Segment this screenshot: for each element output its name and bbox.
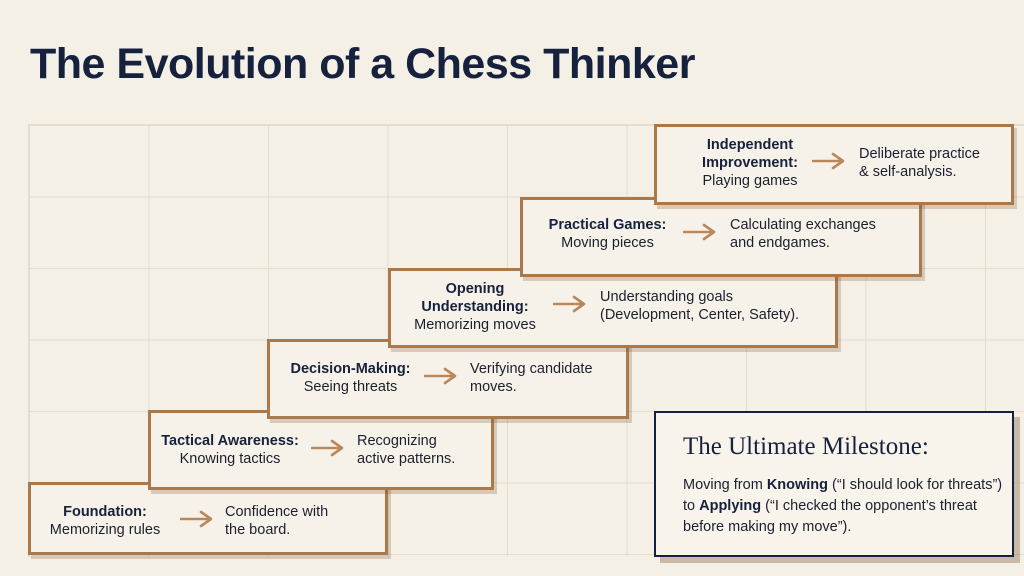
arrow-right-icon bbox=[180, 510, 213, 528]
step-result: Deliberate practice& self-analysis. bbox=[859, 146, 980, 180]
arrow-right-icon bbox=[553, 295, 586, 313]
step-decision-making bbox=[267, 339, 629, 419]
milestone-title: The Ultimate Milestone: bbox=[683, 433, 929, 460]
arrow-right-icon bbox=[424, 367, 457, 385]
step-label: Practical Games:Moving pieces bbox=[548, 217, 667, 251]
step-label: Foundation:Memorizing rules bbox=[49, 504, 161, 538]
milestone-box: The Ultimate Milestone: Moving from Know… bbox=[654, 411, 1014, 557]
arrow-right-icon bbox=[683, 223, 716, 241]
step-independent-improvement bbox=[654, 124, 1014, 205]
step-result: Understanding goals(Development, Center,… bbox=[600, 289, 800, 323]
page-title: The Evolution of a Chess Thinker bbox=[30, 40, 695, 88]
step-label: Decision-Making:Seeing threats bbox=[290, 361, 411, 395]
step-label: Tactical Awareness:Knowing tactics bbox=[161, 433, 299, 467]
arrow-right-icon bbox=[311, 439, 344, 457]
step-practical-games bbox=[520, 197, 922, 277]
arrow-right-icon bbox=[812, 152, 845, 170]
milestone-text: Moving from Knowing (“I should look for … bbox=[683, 477, 1003, 535]
step-opening-understanding bbox=[388, 268, 838, 348]
